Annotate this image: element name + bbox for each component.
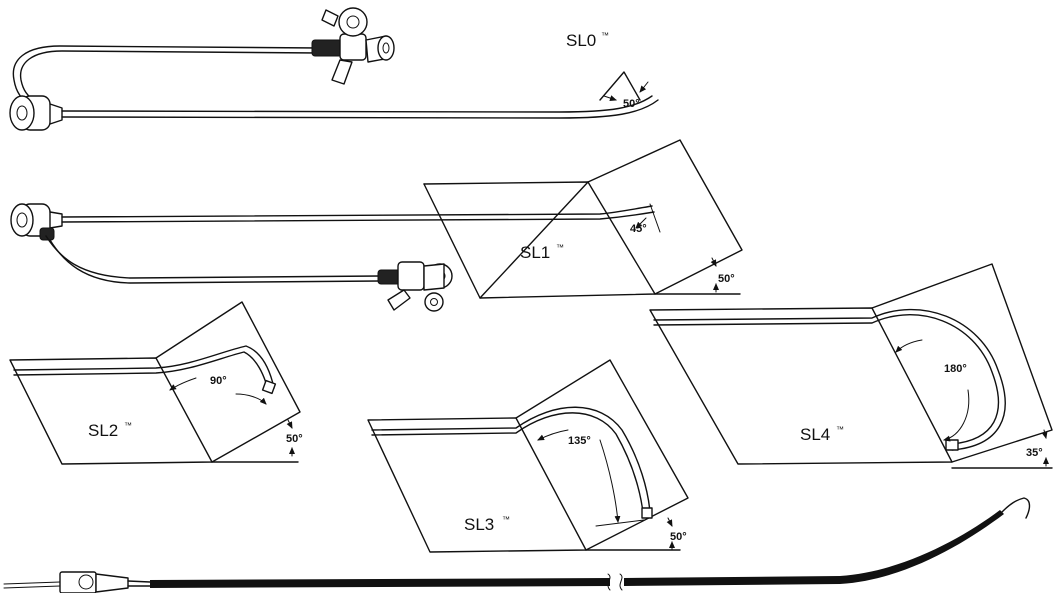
sl1-hub — [10, 203, 63, 241]
sl4-curve: 180° 35° SL4 ™ — [649, 263, 1053, 469]
sl2-curve: 90° 50° SL2 ™ — [9, 301, 303, 465]
sl4-curve-angle: 180° — [944, 363, 967, 375]
sl1-sheath: 45° 50° SL1 ™ — [10, 139, 743, 312]
svg-text:™: ™ — [556, 243, 564, 252]
sl0-angle-label: 50° — [623, 98, 640, 110]
sl1-curve-angle: 45° — [630, 223, 647, 235]
svg-text:™: ™ — [601, 31, 609, 40]
sl4-plane — [649, 263, 1053, 465]
sl3-plane-angle: 50° — [670, 531, 687, 543]
sl3-plane — [367, 359, 689, 553]
sl0-hub — [9, 95, 63, 131]
sl0-stopcock — [311, 7, 395, 85]
svg-text:SL3: SL3 — [464, 515, 494, 534]
sl3-label: SL3 ™ — [464, 515, 510, 534]
sl3-curve: 135° 50° SL3 ™ — [367, 359, 689, 553]
svg-text:SL2: SL2 — [88, 421, 118, 440]
sl2-curve-angle: 90° — [210, 375, 227, 387]
sl2-label: SL2 ™ — [88, 421, 132, 440]
sl3-curve-angle: 135° — [568, 435, 591, 447]
sl4-plane-angle: 35° — [1026, 447, 1043, 459]
sl2-plane-angle: 50° — [286, 433, 303, 445]
sl1-plane — [423, 139, 743, 299]
svg-text:™: ™ — [124, 421, 132, 430]
sl0-sheath: 50° SL0 ™ — [9, 7, 659, 131]
svg-text:™: ™ — [836, 425, 844, 434]
sl1-stopcock — [377, 261, 453, 312]
sl1-label: SL1 ™ — [520, 243, 564, 262]
sl2-plane — [9, 301, 301, 465]
sl0-angle-marker: 50° — [599, 71, 649, 110]
svg-text:SL4: SL4 — [800, 425, 830, 444]
sl1-plane-angle: 50° — [718, 273, 735, 285]
svg-text:™: ™ — [502, 515, 510, 524]
svg-text:SL0: SL0 — [566, 31, 596, 50]
sl4-label: SL4 ™ — [800, 425, 844, 444]
sl0-label: SL0 ™ — [566, 31, 609, 50]
svg-text:SL1: SL1 — [520, 243, 550, 262]
dilator-guidewire — [3, 497, 1031, 594]
